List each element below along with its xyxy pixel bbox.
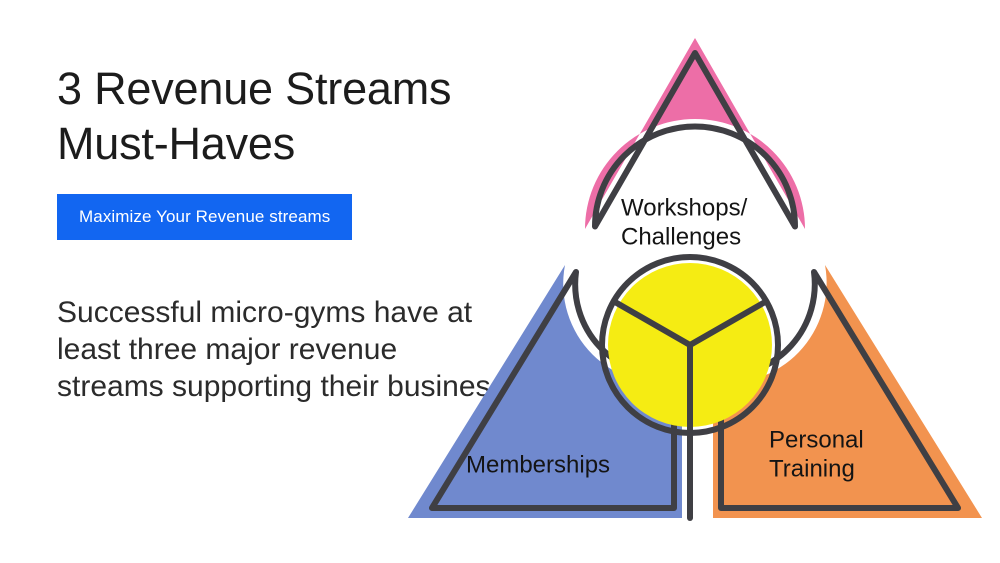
segment-bottom-right-label-line2: Training xyxy=(769,455,855,482)
text-column: 3 Revenue Streams Must-Haves Maximize Yo… xyxy=(57,62,517,405)
body-text: Successful micro-gyms have at least thre… xyxy=(57,295,506,404)
segment-top-fill xyxy=(585,38,805,229)
segment-top[interactable] xyxy=(585,38,805,230)
spoke-upper-right xyxy=(687,299,768,348)
center-spokes xyxy=(612,299,768,521)
segment-bottom-right-fill xyxy=(713,265,982,518)
segment-top-outline xyxy=(592,50,798,230)
segment-bottom-left-fill xyxy=(408,265,682,518)
revenue-streams-diagram: Workshops/ Challenges Memberships Person… xyxy=(380,10,1000,555)
spoke-upper-left xyxy=(612,299,693,348)
segment-bottom-right-label-line1: Personal xyxy=(769,426,864,453)
maximize-revenue-badge[interactable]: Maximize Your Revenue streams xyxy=(57,193,353,240)
segment-bottom-left-label-line1: Memberships xyxy=(466,451,610,478)
segment-top-label-line1: Workshops/ xyxy=(621,194,748,221)
page-title: 3 Revenue Streams Must-Haves xyxy=(57,63,452,169)
segment-top-label-line2: Challenges xyxy=(621,223,741,250)
